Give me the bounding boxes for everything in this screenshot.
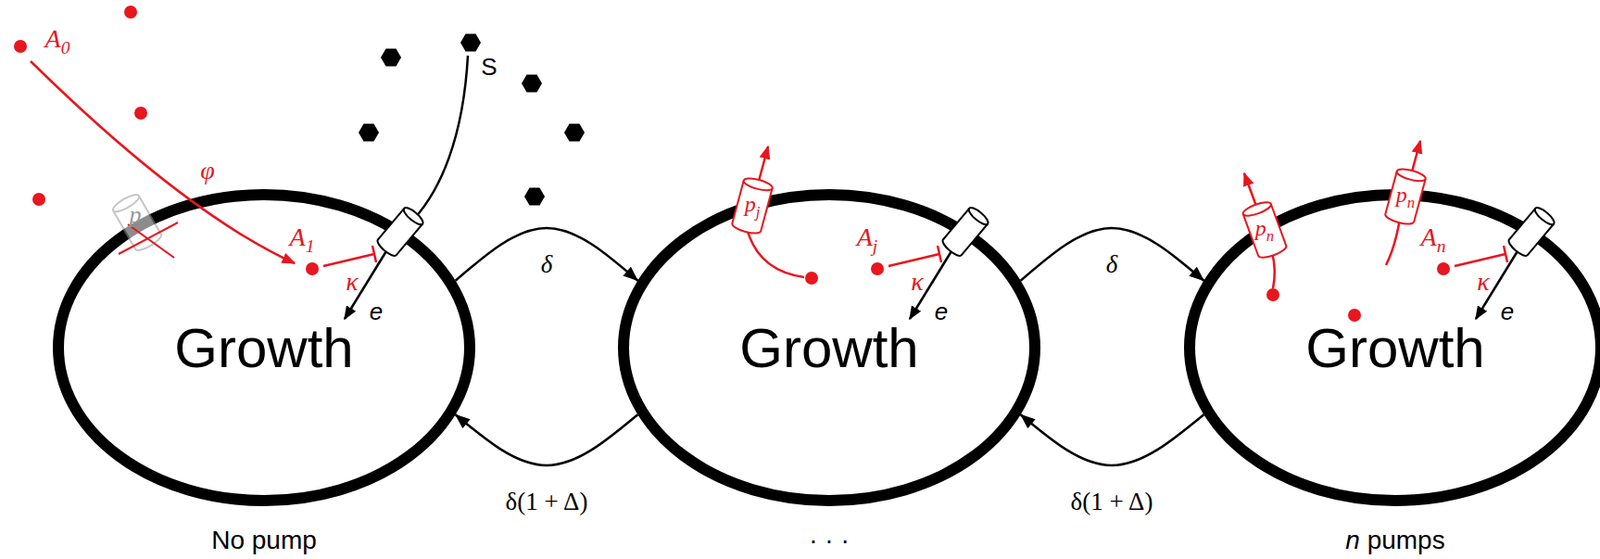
cell-label-text: Growth bbox=[1305, 315, 1485, 380]
efflux-arrow bbox=[1244, 173, 1258, 209]
pump bbox=[1241, 199, 1288, 260]
cell-membrane bbox=[623, 194, 1035, 501]
subscript: j bbox=[872, 236, 878, 256]
pump bbox=[730, 176, 774, 236]
inhibition-bar bbox=[1503, 245, 1508, 263]
uptake-label: e bbox=[1500, 299, 1514, 324]
antibiotic-molecules bbox=[13, 5, 148, 206]
symbol: A bbox=[856, 222, 873, 252]
inhibition-line bbox=[323, 253, 375, 266]
antibiotic-molecule bbox=[1348, 308, 1361, 322]
pump-tail bbox=[746, 227, 805, 278]
pump-tail bbox=[1272, 251, 1275, 289]
inhibition-bar bbox=[937, 245, 942, 263]
rate-label: δ(1 + Δ) bbox=[1068, 488, 1157, 517]
symbol: p bbox=[744, 191, 756, 216]
cell-label: Growth bbox=[50, 187, 478, 508]
pump-label: pn bbox=[1255, 216, 1274, 240]
antibiotic-molecule bbox=[870, 262, 884, 276]
transition-arrow bbox=[455, 414, 639, 466]
cell-heading: No pump bbox=[211, 526, 317, 555]
subscript: n bbox=[1266, 226, 1274, 245]
cell-membrane bbox=[58, 194, 470, 501]
influx-arrow bbox=[30, 61, 295, 264]
transporter bbox=[940, 204, 991, 258]
cell-label-text: Growth bbox=[174, 315, 353, 380]
uptake-label: e bbox=[934, 299, 948, 324]
concentration-label: A0 bbox=[45, 25, 71, 52]
cell-label: Growth bbox=[1182, 187, 1600, 508]
rate-label: φ bbox=[200, 157, 215, 184]
transporter bbox=[1506, 204, 1557, 258]
pump-label: pn bbox=[1396, 183, 1415, 206]
cell-label: Growth bbox=[616, 187, 1043, 508]
antibiotic-molecule bbox=[1266, 288, 1280, 302]
rate-label: δ bbox=[1103, 251, 1122, 279]
concentration-label: Aj bbox=[856, 224, 879, 251]
transition-arrow bbox=[1020, 414, 1205, 466]
word: pumps bbox=[1360, 525, 1446, 555]
pump-tail bbox=[1385, 218, 1400, 265]
symbol: p bbox=[1255, 215, 1267, 240]
uptake-label: e bbox=[369, 299, 383, 324]
cell-node: Growthn pumps bbox=[1182, 187, 1600, 508]
subscript: n bbox=[1436, 236, 1447, 256]
symbol: p bbox=[1396, 182, 1408, 207]
pump bbox=[1384, 166, 1427, 227]
rate-label: δ(1 + Δ) bbox=[503, 488, 592, 517]
cell-label-text: Growth bbox=[739, 315, 919, 380]
inhibition-line bbox=[888, 253, 940, 266]
symbol: A bbox=[45, 24, 62, 53]
cell-heading: · · · bbox=[808, 526, 850, 555]
cross-line bbox=[127, 224, 175, 258]
transporter bbox=[375, 204, 426, 258]
concentration-label: A1 bbox=[289, 224, 315, 251]
variable: n bbox=[1345, 525, 1361, 555]
inhibition-line bbox=[1454, 253, 1506, 266]
cell-node: GrowthNo pump bbox=[50, 187, 478, 508]
subscript: n bbox=[1407, 193, 1415, 212]
pump-label: p bbox=[129, 202, 142, 227]
antibiotic-molecule bbox=[1436, 262, 1450, 276]
rate-label: δ bbox=[538, 251, 556, 279]
symbol: A bbox=[289, 222, 306, 252]
antibiotic-molecule bbox=[305, 262, 319, 276]
subscript: 1 bbox=[305, 236, 315, 256]
cell-membrane bbox=[1189, 194, 1600, 501]
efflux-arrow bbox=[1411, 140, 1421, 176]
cell-node: Growth· · · bbox=[616, 187, 1043, 508]
substrate-line bbox=[414, 55, 468, 219]
absent-pump bbox=[111, 191, 164, 253]
pump-label: pj bbox=[744, 192, 761, 215]
inhibition-label: κ bbox=[910, 268, 923, 295]
inhibition-label: κ bbox=[345, 268, 358, 295]
symbol: A bbox=[1421, 222, 1437, 252]
cross-line bbox=[118, 222, 178, 254]
antibiotic-molecule bbox=[805, 271, 819, 285]
substrate-molecules bbox=[358, 34, 585, 206]
transition-arrow bbox=[1020, 227, 1205, 281]
concentration-label: An bbox=[1421, 224, 1447, 251]
efflux-arrow bbox=[757, 146, 769, 185]
substrate-label: S bbox=[480, 54, 497, 79]
inhibition-bar bbox=[372, 245, 377, 263]
transition-arrow bbox=[455, 227, 639, 281]
subscript: j bbox=[755, 202, 761, 221]
cell-heading: n pumps bbox=[1345, 526, 1445, 555]
subscript: 0 bbox=[61, 37, 71, 58]
inhibition-label: κ bbox=[1476, 268, 1489, 295]
